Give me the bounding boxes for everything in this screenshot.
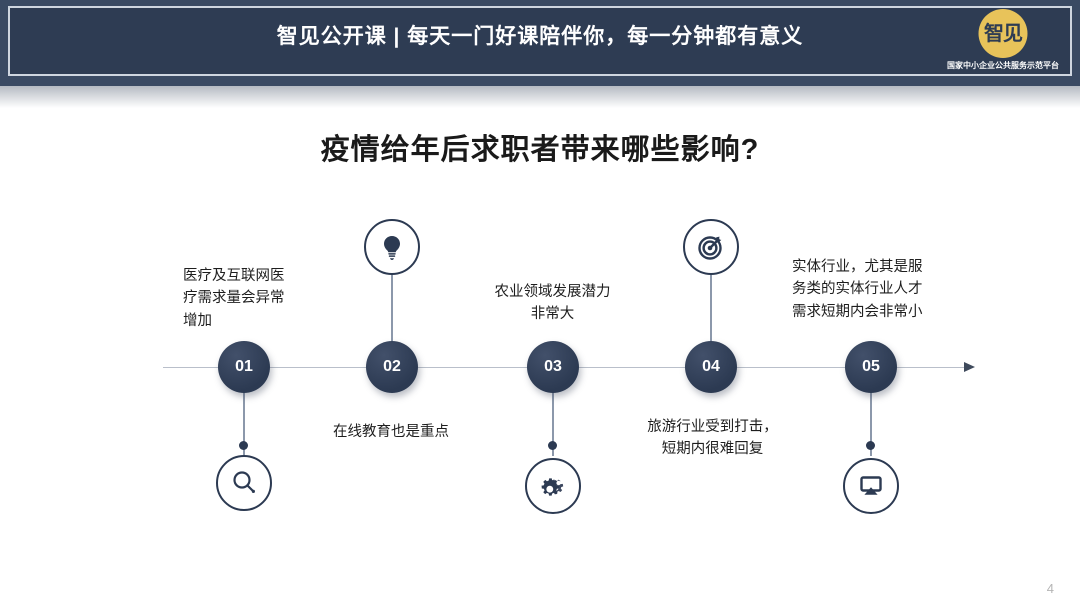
page-title: 疫情给年后求职者带来哪些影响? — [320, 134, 760, 166]
airplay-icon — [843, 458, 899, 514]
connector-line-05 — [870, 388, 872, 456]
timeline-node-number: 03 — [544, 358, 562, 375]
target-icon — [683, 219, 739, 275]
search-icon — [216, 455, 272, 511]
header-shadow — [0, 86, 1080, 108]
timeline-caption-03: 农业领域发展潜力 非常大 — [494, 284, 611, 323]
timeline-caption-05: 实体行业，尤其是服 务类的实体行业人才 需求短期内会非常小 — [792, 259, 923, 320]
logo-mark-text: 智见 — [984, 22, 1023, 45]
page-number: 4 — [1046, 581, 1054, 596]
timeline-caption-01: 医疗及互联网医 疗需求量会异常 增加 — [183, 268, 285, 329]
timeline-node-number: 01 — [235, 358, 253, 375]
logo-caption: 国家中小企业公共服务示范平台 — [947, 61, 1059, 70]
timeline-node-04[interactable]: 04 — [685, 341, 737, 393]
gears-icon — [525, 458, 581, 514]
timeline-caption-04: 旅游行业受到打击， 短期内很难回复 — [647, 419, 778, 458]
connector-line-04 — [710, 262, 712, 342]
logo-circle: 智见 — [978, 9, 1028, 58]
timeline-arrow-icon — [964, 362, 975, 372]
header-inner-frame — [8, 6, 1072, 76]
header-banner: 智见公开课 | 每天一门好课陪伴你，每一分钟都有意义 智见 国家中小企业公共服务… — [0, 0, 1080, 86]
brand-logo: 智见 国家中小企业公共服务示范平台 — [938, 8, 1068, 78]
timeline-node-number: 02 — [383, 358, 401, 375]
timeline-node-05[interactable]: 05 — [845, 341, 897, 393]
timeline-node-number: 04 — [702, 358, 720, 375]
timeline-node-01[interactable]: 01 — [218, 341, 270, 393]
lightbulb-icon — [364, 219, 420, 275]
connector-line-02 — [391, 262, 393, 342]
timeline-caption-02: 在线教育也是重点 — [333, 424, 449, 440]
timeline-node-03[interactable]: 03 — [527, 341, 579, 393]
connector-dot-03 — [548, 441, 557, 450]
connector-dot-01 — [239, 441, 248, 450]
header-title: 智见公开课 | 每天一门好课陪伴你，每一分钟都有意义 — [276, 25, 804, 48]
connector-line-01 — [243, 390, 245, 456]
connector-dot-05 — [866, 441, 875, 450]
connector-line-03 — [552, 390, 554, 456]
timeline-node-number: 05 — [862, 358, 880, 375]
timeline-node-02[interactable]: 02 — [366, 341, 418, 393]
